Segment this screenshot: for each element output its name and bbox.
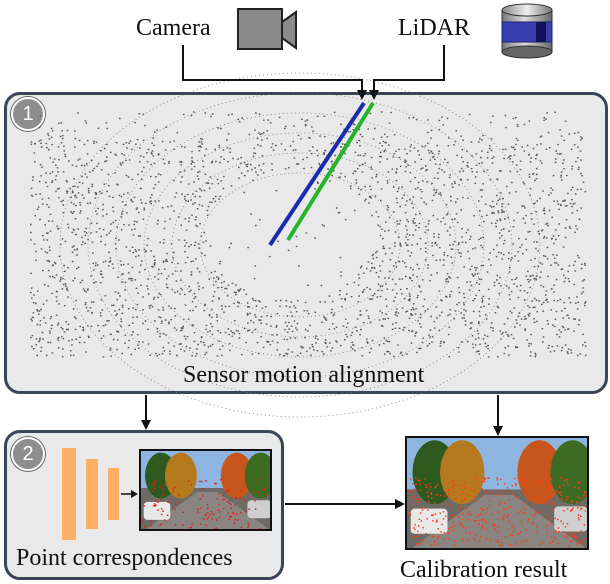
camera-label: Camera [136, 15, 211, 41]
lidar-label: LiDAR [398, 15, 470, 41]
stage2-caption: Point correspondences [16, 545, 233, 571]
calibration-result-image [405, 436, 589, 550]
result-caption: Calibration result [400, 557, 568, 583]
stage1-caption: Sensor motion alignment [183, 362, 425, 388]
correspondence-image [139, 449, 272, 531]
stage2-number-badge: 2 [11, 437, 45, 471]
stage1-number-badge: 1 [11, 97, 45, 131]
stage1-panel [4, 92, 608, 394]
